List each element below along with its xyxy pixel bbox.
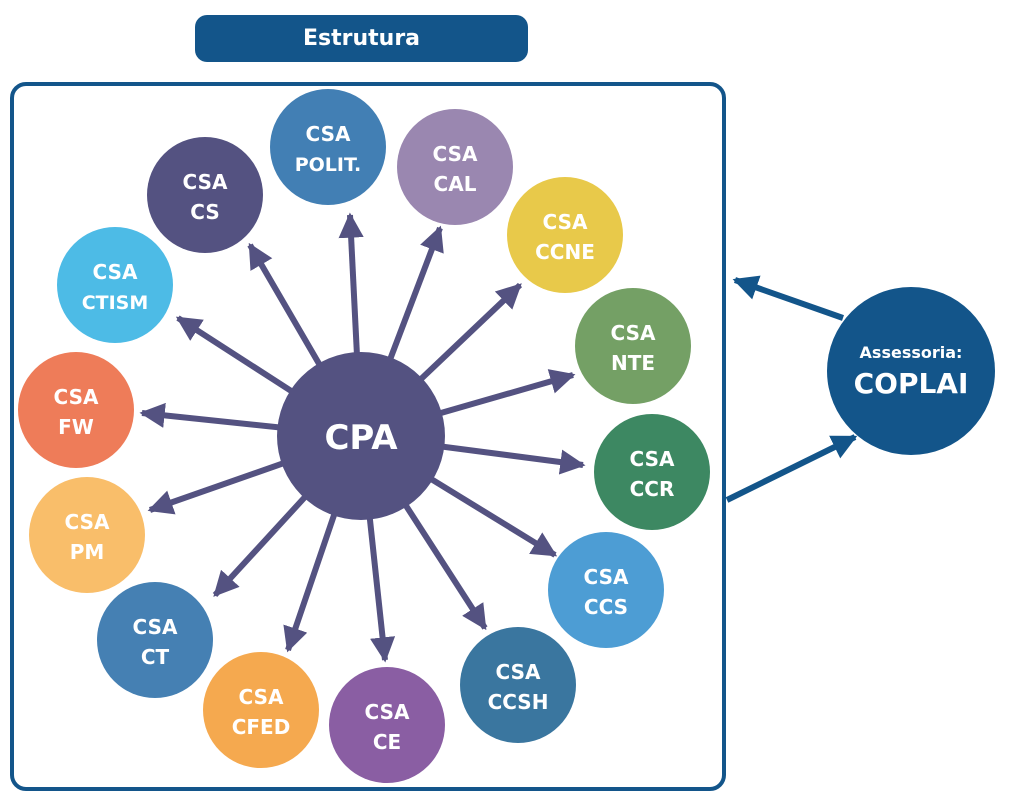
node-circle: [548, 532, 664, 648]
node-label-line2: CAL: [434, 172, 477, 196]
node-csa-cal: CSA CAL: [397, 109, 513, 225]
node-label-line2: CS: [190, 200, 219, 224]
node-label-line2: CFED: [232, 715, 291, 739]
node-label-line2: PM: [70, 540, 105, 564]
node-circle: [594, 414, 710, 530]
advisor-arrows: [725, 275, 858, 503]
advisor-arrow-lower: [725, 434, 858, 503]
node-label-line2: CCNE: [535, 240, 595, 264]
node-label-line1: CSA: [611, 321, 656, 345]
node-label-line1: CSA: [433, 142, 478, 166]
node-label-line1: CSA: [183, 170, 228, 194]
node-circle: [203, 652, 319, 768]
advisor-circle: [827, 287, 995, 455]
advisor-node: Assessoria: COPLAI: [827, 287, 995, 455]
node-circle: [147, 137, 263, 253]
structure-frame: [10, 82, 726, 791]
node-label-line1: CSA: [365, 700, 410, 724]
node-circle: [460, 627, 576, 743]
node-label-line2: CCSH: [488, 690, 549, 714]
node-csa-ctism: CSA CTISM: [57, 227, 173, 343]
node-label-line1: CSA: [65, 510, 110, 534]
node-label-line1: CSA: [93, 260, 138, 284]
node-csa-nte: CSA NTE: [575, 288, 691, 404]
nodes-group: CSACSCSAPOLIT.CSACALCSACCNECSANTECSACCRC…: [18, 89, 710, 783]
node-label-line1: CSA: [239, 685, 284, 709]
node-csa-ccsh: CSA CCSH: [460, 627, 576, 743]
node-label-line1: CSA: [133, 615, 178, 639]
node-label-line1: CSA: [584, 565, 629, 589]
node-label-line2: CT: [141, 645, 170, 669]
node-csa-cfed: CSA CFED: [203, 652, 319, 768]
node-csa-cs: CSA CS: [147, 137, 263, 253]
node-circle: [270, 89, 386, 205]
node-label-line1: CSA: [306, 122, 351, 146]
node-csa-ccr: CSA CCR: [594, 414, 710, 530]
node-label-line1: CSA: [543, 210, 588, 234]
node-circle: [507, 177, 623, 293]
title-text: Estrutura: [302, 26, 421, 51]
node-label-line2: POLIT.: [295, 154, 362, 176]
node-label-line2: CCR: [630, 477, 675, 501]
node-label-line2: CTISM: [82, 292, 149, 314]
node-circle: [29, 477, 145, 593]
node-csa-ct: CSA CT: [97, 582, 213, 698]
node-csa-pm: CSA PM: [29, 477, 145, 593]
node-circle: [329, 667, 445, 783]
node-csa-ce: CSA CE: [329, 667, 445, 783]
node-circle: [575, 288, 691, 404]
node-csa-fw: CSA FW: [18, 352, 134, 468]
node-label-line1: CSA: [54, 385, 99, 409]
node-label-line2: CE: [373, 730, 401, 754]
node-label-line2: CCS: [584, 595, 628, 619]
advisor-arrow-upper: [732, 275, 844, 321]
node-label-line1: CSA: [630, 447, 675, 471]
node-csa-polit: CSA POLIT.: [270, 89, 386, 205]
center-label: CPA: [324, 418, 398, 458]
advisor-label-line2: COPLAI: [854, 367, 969, 400]
title-banner: Estrutura: [195, 15, 528, 62]
center-circle: [277, 352, 445, 520]
node-csa-ccs: CSA CCS: [548, 532, 664, 648]
node-csa-ccne: CSA CCNE: [507, 177, 623, 293]
node-circle: [397, 109, 513, 225]
advisor-label-line1: Assessoria:: [860, 343, 963, 362]
node-label-line1: CSA: [496, 660, 541, 684]
node-label-line2: FW: [58, 415, 94, 439]
center-node: CPA: [277, 352, 445, 520]
node-circle: [18, 352, 134, 468]
node-label-line2: NTE: [611, 351, 655, 375]
node-circle: [97, 582, 213, 698]
node-circle: [57, 227, 173, 343]
